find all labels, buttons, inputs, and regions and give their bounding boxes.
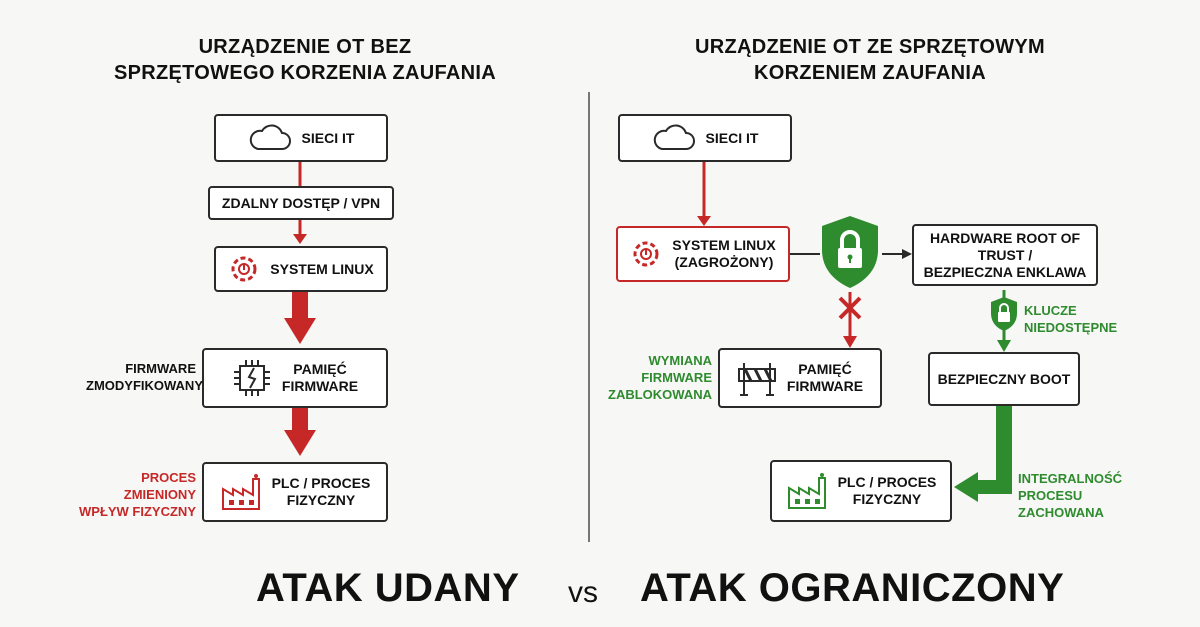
cloud-icon: [653, 124, 695, 150]
right-integrity-note: INTEGRALNOŚĆ PROCESU ZACHOWANA: [1018, 471, 1122, 520]
right-keys-note: KLUCZE NIEDOSTĘPNE: [1024, 303, 1118, 335]
right-title: URZĄDZENIE OT ZE SPRZĘTOWYM KORZENIEM ZA…: [695, 36, 1045, 84]
small-shield-lock-icon: [991, 297, 1017, 331]
left-remote-access-box: ZDALNY DOSTĘP / VPN: [208, 186, 394, 220]
cloud-icon: [249, 124, 291, 150]
barrier-icon: [737, 363, 776, 396]
gear-alert-icon: [231, 256, 257, 282]
right-it-network-label: SIECI IT: [705, 129, 759, 146]
left-linux-box: SYSTEM LINUX: [214, 246, 388, 292]
left-it-network-label: SIECI IT: [301, 129, 355, 146]
right-plc-label: PLC / PROCES FIZYCZNY: [837, 474, 937, 507]
factory-icon: [221, 474, 260, 510]
footer-vs-text: vs: [568, 576, 598, 609]
right-secure-boot-label: BEZPIECZNY BOOT: [937, 370, 1071, 387]
left-firmware-box: PAMIĘĆ FIRMWARE: [202, 348, 388, 408]
left-plc-box: PLC / PROCES FIZYCZNY: [202, 462, 388, 522]
left-remote-access-label: ZDALNY DOSTĘP / VPN: [221, 194, 381, 211]
footer-left-text: ATAK UDANY: [256, 566, 520, 610]
footer-right-text: ATAK OGRANICZONY: [640, 566, 1065, 610]
left-firmware-label: PAMIĘĆ FIRMWARE: [281, 361, 359, 394]
right-firmware-label: PAMIĘĆ FIRMWARE: [786, 361, 864, 394]
left-title: URZĄDZENIE OT BEZ SPRZĘTOWEGO KORZENIA Z…: [113, 36, 497, 84]
left-plc-label: PLC / PROCES FIZYCZNY: [271, 475, 371, 508]
right-hw-root-label: HARDWARE ROOT OF TRUST / BEZPIECZNA ENKL…: [923, 229, 1087, 280]
gear-alert-icon: [633, 241, 659, 267]
right-linux-box: SYSTEM LINUX (ZAGROŻONY): [616, 226, 790, 282]
shield-lock-icon: [822, 216, 878, 288]
factory-icon: [787, 473, 826, 509]
left-plc-note: PROCES ZMIENIONY WPŁYW FIZYCZNY: [79, 470, 196, 519]
right-linux-label: SYSTEM LINUX (ZAGROŻONY): [672, 237, 776, 270]
right-plc-box: PLC / PROCES FIZYCZNY: [770, 460, 952, 522]
broken-chip-icon: [233, 360, 270, 396]
left-it-network-box: SIECI IT: [214, 114, 388, 162]
left-linux-label: SYSTEM LINUX: [270, 260, 374, 277]
right-firmware-note: WYMIANA FIRMWARE ZABLOKOWANA: [608, 353, 712, 402]
right-it-network-box: SIECI IT: [618, 114, 792, 162]
right-hw-root-box: HARDWARE ROOT OF TRUST / BEZPIECZNA ENKL…: [912, 224, 1098, 286]
right-firmware-box: PAMIĘĆ FIRMWARE: [718, 348, 882, 408]
left-firmware-note: FIRMWARE ZMODYFIKOWANY: [86, 361, 203, 393]
right-secure-boot-box: BEZPIECZNY BOOT: [928, 352, 1080, 406]
center-divider: [588, 92, 590, 542]
